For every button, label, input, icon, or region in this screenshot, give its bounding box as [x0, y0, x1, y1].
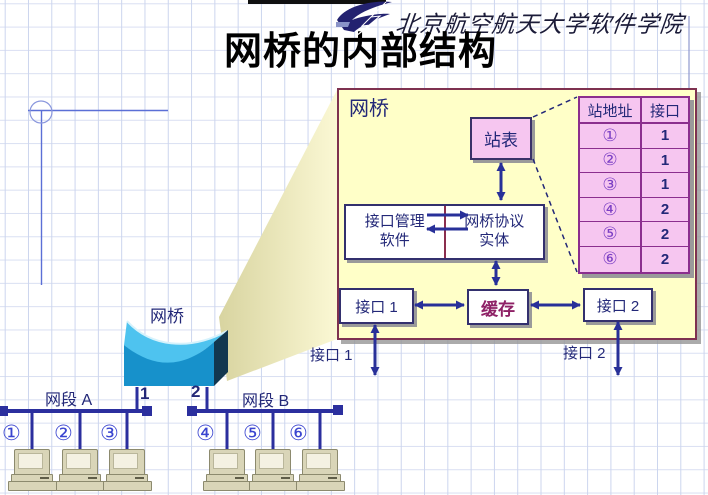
base	[8, 481, 57, 491]
segment-b-bus	[193, 387, 343, 452]
table-row: ② 1	[580, 148, 688, 174]
port-cell: 1	[642, 149, 688, 174]
bridge-3d-icon	[124, 320, 228, 386]
station-table-box: 站表	[470, 117, 532, 160]
base	[296, 481, 345, 491]
logo-swoosh	[336, 1, 392, 37]
bridge-side-face	[214, 330, 228, 386]
station-number: ⑥	[289, 422, 308, 445]
bridge-port2-number: 2	[191, 382, 201, 401]
screen	[66, 453, 91, 469]
station-table-label: 站表	[484, 131, 518, 150]
monitor	[255, 449, 291, 476]
station-address-cell: ①	[580, 124, 642, 149]
computer-icon	[296, 449, 345, 493]
screen	[213, 453, 238, 469]
station-address-cell: ②	[580, 148, 642, 174]
bridge-label: 网桥	[150, 307, 184, 326]
terminator-square	[333, 405, 343, 415]
port2-box: 接口 2	[583, 288, 653, 322]
terminator-square	[0, 406, 8, 416]
port1-external-label: 接口 1	[310, 347, 353, 364]
monitor	[209, 449, 245, 476]
computer-icon	[203, 449, 252, 493]
buffer-box: 缓存	[467, 289, 529, 325]
disk-slot	[135, 477, 144, 479]
segment-a-bus	[1, 387, 148, 452]
station-number: ⑤	[243, 422, 262, 445]
panel-title: 网桥	[349, 98, 389, 120]
segment-a-label: 网段 A	[45, 392, 93, 409]
station-number: ①	[2, 422, 21, 445]
top-accent-bar	[248, 0, 386, 4]
port-cell: 2	[660, 250, 670, 268]
box-divider	[443, 206, 446, 258]
station-number: ②	[54, 422, 73, 445]
station-address-cell: ③	[580, 173, 642, 198]
computer-icon	[8, 449, 57, 493]
disk-slot	[281, 477, 290, 479]
port1-box: 接口 1	[339, 288, 414, 324]
screen	[259, 453, 284, 469]
base	[56, 481, 105, 491]
port-cell: 2	[642, 198, 688, 223]
table-row: ⑥ 2	[580, 246, 688, 272]
port-cell: 2	[642, 222, 688, 247]
bridge-port1-number: 1	[140, 384, 150, 403]
terminator-square	[187, 406, 197, 416]
station-address-cell: ⑥	[580, 246, 642, 272]
monitor	[109, 449, 145, 476]
station-address-cell: ④	[580, 197, 642, 223]
disk-slot	[88, 477, 97, 479]
monitor	[302, 449, 338, 476]
port-cell: 1	[642, 173, 688, 198]
station-address-cell: ⑤	[580, 222, 642, 247]
bridge-highlight-edge	[126, 320, 228, 345]
screen	[306, 453, 331, 469]
mgmt-protocol-box: 接口管理 软件 网桥协议 实体	[344, 204, 545, 260]
header-port: 接口	[642, 98, 688, 124]
screen	[113, 453, 138, 469]
bridge-panel: 网桥 站表 接口管理 软件 网桥协议 实体 接口 1 缓存 接口 2	[337, 88, 697, 340]
computer-icon	[249, 449, 298, 493]
header-station-address: 站地址	[580, 98, 642, 124]
forwarding-table: 站地址 接口 ① 1 ② 1 ③ 1 ④ 2 ⑤ 2	[578, 96, 690, 274]
page-title: 网桥的内部结构	[224, 31, 498, 73]
bus-terminators	[0, 405, 343, 416]
computer-icon	[56, 449, 105, 493]
monitor	[62, 449, 98, 476]
bridge-front-face	[124, 342, 214, 386]
disk-slot	[235, 477, 244, 479]
table-row: ③ 1	[580, 173, 688, 198]
station-number: ④	[196, 422, 215, 445]
port2-external-label: 接口 2	[563, 345, 606, 362]
monitor	[14, 449, 50, 476]
base	[249, 481, 298, 491]
table-header-row: 站地址 接口	[580, 98, 688, 124]
terminator-square	[142, 406, 152, 416]
bridge-top-surface	[124, 321, 227, 364]
base	[203, 481, 252, 491]
table-row: ④ 2	[580, 197, 688, 223]
table-row: ① 1	[580, 124, 688, 149]
decor-circle	[29, 100, 53, 124]
disk-slot	[328, 477, 337, 479]
magnifier-wedge-beam	[219, 90, 337, 381]
station-number: ③	[100, 422, 119, 445]
bridge-protocol-entity: 网桥协议 实体	[464, 213, 525, 249]
port-cell: 1	[642, 124, 688, 149]
segment-b-label: 网段 B	[242, 393, 290, 410]
disk-slot	[40, 477, 49, 479]
screen	[18, 453, 43, 469]
base	[103, 481, 152, 491]
table-row: ⑤ 2	[580, 222, 688, 247]
port-management-software: 接口管理 软件	[364, 213, 425, 249]
computer-icon	[103, 449, 152, 493]
